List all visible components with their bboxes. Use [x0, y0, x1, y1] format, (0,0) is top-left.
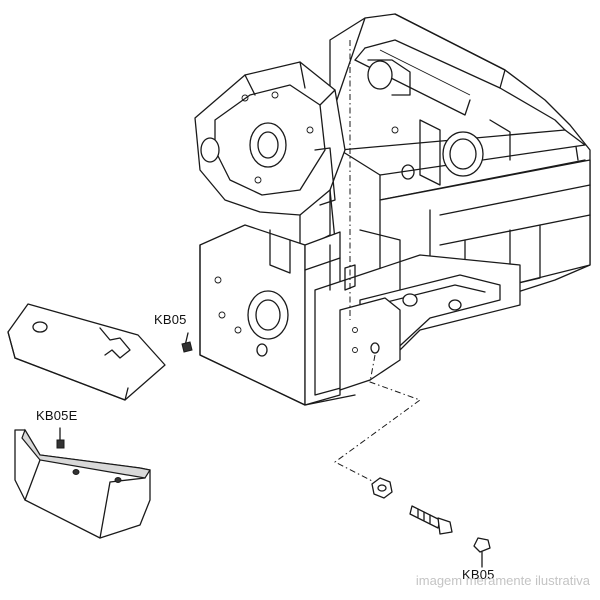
- arm-head-casting: [194, 61, 346, 251]
- slot-plate: [314, 229, 521, 396]
- bottom-cover: [14, 427, 151, 539]
- assembly-lines: [334, 40, 422, 486]
- watermark-text: imagem meramente ilustrativa: [415, 573, 590, 588]
- lower-block-casting: [199, 224, 356, 406]
- callout-kb05-bottom: KB05: [462, 567, 495, 582]
- cover-plate: [7, 303, 193, 401]
- callout-kb05-top: KB05: [154, 312, 187, 327]
- screw-assembly: [371, 477, 491, 568]
- callout-kb05e: KB05E: [36, 408, 78, 423]
